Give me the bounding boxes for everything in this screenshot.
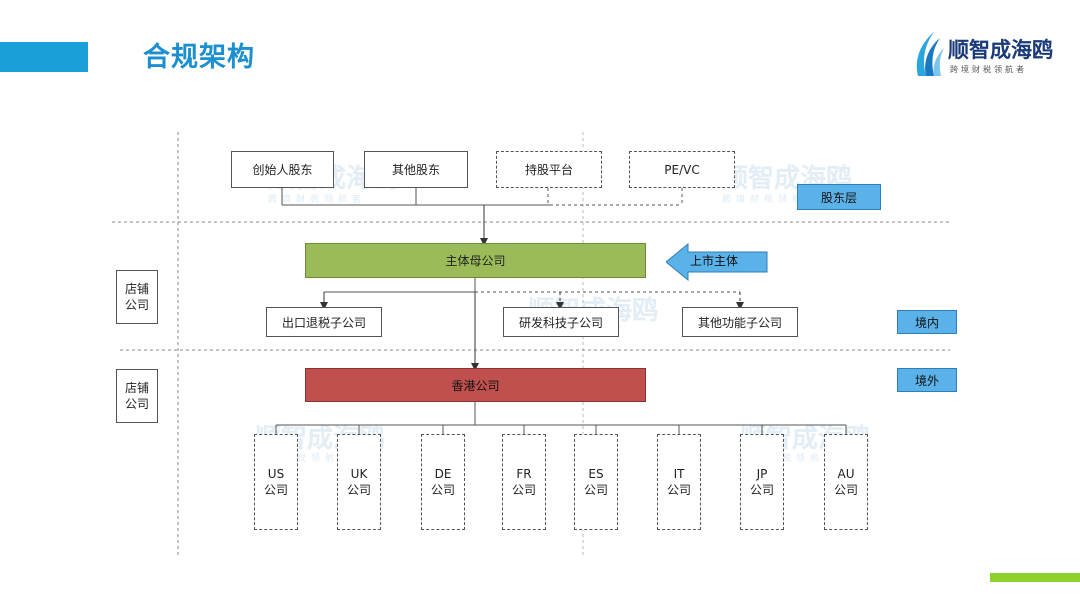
country-code: AU [837,467,855,481]
country-company: US 公司 [254,434,298,530]
hk-company: 香港公司 [305,368,646,402]
country-company: AU 公司 [824,434,868,530]
logo-tagline: 跨境财税领航者 [950,65,1027,74]
page-title: 合规架构 [143,42,255,73]
shareholder-pevc: PE/VC [629,151,735,188]
country-code: DE [434,467,452,481]
country-company: JP 公司 [740,434,784,530]
sub-export-rebate: 出口退税子公司 [266,307,382,337]
country-code: JP [756,467,768,481]
country-code: UK [350,467,368,481]
country-company: IT 公司 [657,434,701,530]
watermark: 跨境财税领航者 [255,454,354,464]
parent-company: 主体母公司 [305,243,646,278]
shareholder-platform: 持股平台 [496,151,602,188]
country-code: FR [516,467,532,481]
brand-logo: 顺智成海鸥 跨境财税领航者 [912,28,1053,80]
country-company: UK 公司 [337,434,381,530]
country-code: ES [588,467,604,481]
title-accent-bar [0,42,88,72]
store-company-overseas: 店铺 公司 [116,369,158,423]
shareholder-founder: 创始人股东 [231,151,334,188]
tag-overseas: 境外 [897,368,957,392]
sub-other-function: 其他功能子公司 [682,307,798,337]
watermark: 跨境财税领航者 [740,454,839,464]
listed-entity-label: 上市主体 [690,254,739,268]
store-company-domestic: 店铺 公司 [116,270,158,324]
country-suffix: 公司 [749,483,774,497]
listed-entity-arrow [666,243,768,281]
logo-name: 顺智成海鸥 [948,38,1053,62]
country-code: US [267,467,285,481]
country-suffix: 公司 [430,483,455,497]
country-suffix: 公司 [583,483,608,497]
country-company: DE 公司 [421,434,465,530]
bottom-accent-bar [990,573,1080,582]
shareholder-other: 其他股东 [364,151,468,188]
tag-domestic: 境内 [897,310,957,334]
seagull-wave-icon [916,32,944,76]
country-suffix: 公司 [666,483,691,497]
watermark: 跨境财税领航者 [268,195,367,205]
country-company: ES 公司 [574,434,618,530]
country-suffix: 公司 [833,483,858,497]
watermark: 跨境财税领航者 [722,195,821,205]
country-suffix: 公司 [263,483,288,497]
country-company: FR 公司 [502,434,546,530]
sub-rd-tech: 研发科技子公司 [503,307,619,337]
tag-shareholder-layer: 股东层 [797,184,881,210]
country-code: IT [673,467,685,481]
country-suffix: 公司 [511,483,536,497]
country-suffix: 公司 [346,483,371,497]
